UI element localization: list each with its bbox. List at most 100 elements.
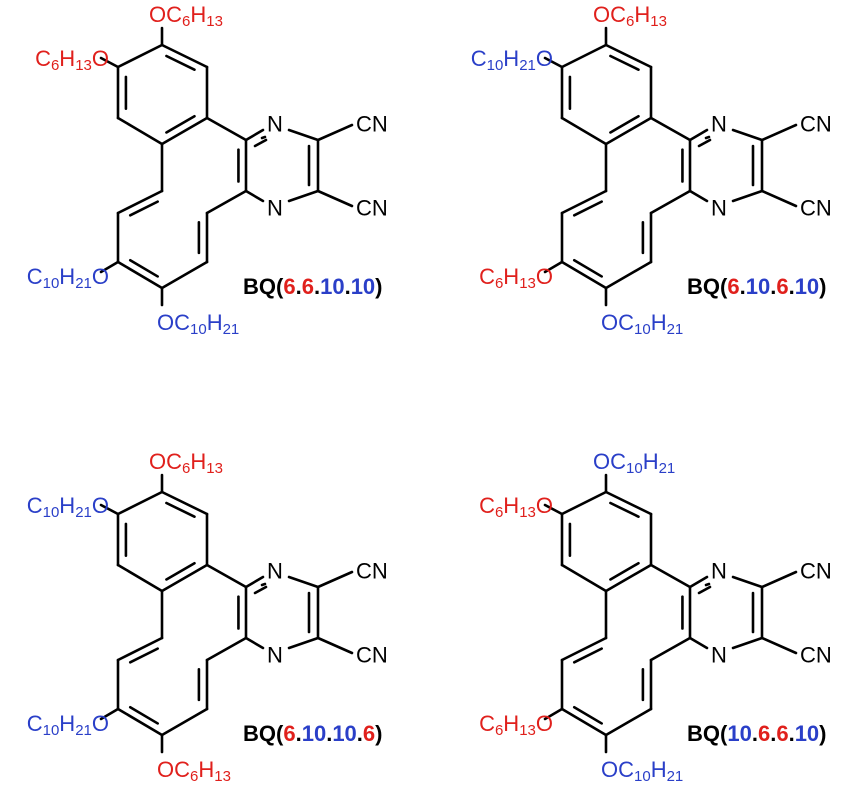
- ether-bond: [99, 260, 120, 274]
- nitrile-label: CN: [800, 112, 832, 137]
- substituent-top: OC6H13: [149, 2, 223, 30]
- double-bond-inner: [165, 54, 196, 71]
- substituent-upper-left: C10H21O: [471, 46, 553, 74]
- pyrazine-bond: [731, 575, 764, 589]
- substituent-lower-left: C10H21O: [27, 264, 109, 292]
- ring-bond: [560, 707, 608, 737]
- ring-bond: [116, 260, 164, 290]
- ring-bond: [116, 563, 164, 593]
- nitrile-bond: [316, 123, 354, 142]
- pyrazine-bond: [731, 636, 764, 650]
- pyrazine-bond: [244, 636, 265, 650]
- pyrazine-bond: [244, 575, 265, 589]
- double-bond-inner: [609, 561, 640, 581]
- substituent-top: OC10H21: [593, 449, 675, 477]
- ring-bond: [560, 116, 608, 146]
- pyrazine-bond: [287, 189, 320, 203]
- ring-bond: [560, 260, 608, 290]
- ether-bond: [543, 56, 564, 69]
- ring-bond: [604, 43, 653, 69]
- ring-bond: [116, 707, 164, 737]
- compound-name: BQ(6.6.10.10): [243, 274, 383, 299]
- substituent-lower-left: C6H13O: [479, 264, 553, 292]
- ring-bond: [560, 189, 608, 215]
- double-bond-inner: [165, 561, 196, 581]
- pyrazine-bond: [704, 135, 711, 140]
- double-bond-inner: [697, 585, 712, 595]
- double-bond-inner: [253, 138, 268, 148]
- pyrazine-bond: [244, 128, 265, 142]
- substituent-upper-left: C6H13O: [479, 493, 553, 521]
- nitrogen-label: N: [267, 112, 283, 137]
- ring-bond: [160, 260, 209, 290]
- substituent-bottom: OC10H21: [601, 757, 683, 785]
- nitrogen-label: N: [711, 112, 727, 137]
- nitrile-label: CN: [356, 559, 388, 584]
- ring-bond: [116, 43, 164, 69]
- ring-bond: [116, 636, 164, 662]
- pyrazine-bond: [287, 636, 320, 650]
- ring-bond: [116, 116, 164, 146]
- nitrogen-label: N: [711, 559, 727, 584]
- double-bond-inner: [572, 258, 603, 278]
- substituent-top: OC6H13: [149, 449, 223, 477]
- pyrazine-bond: [260, 135, 267, 140]
- ring-bond: [160, 707, 209, 737]
- ring-bond: [160, 43, 209, 69]
- double-bond-inner: [609, 501, 640, 518]
- ring-bond: [649, 189, 692, 215]
- pyrazine-bond: [688, 575, 709, 589]
- ether-bond: [543, 707, 564, 721]
- pyrazine-bond: [260, 582, 267, 587]
- ring-bond: [205, 189, 248, 215]
- nitrile-label: CN: [800, 196, 832, 221]
- compound-name: BQ(10.6.6.10): [687, 721, 827, 746]
- substituent-lower-left: C10H21O: [27, 711, 109, 739]
- pyrazine-bond: [688, 636, 709, 650]
- nitrogen-label: N: [711, 196, 727, 221]
- double-bond-inner: [128, 647, 159, 664]
- compound-name: BQ(6.10.10.6): [243, 721, 383, 746]
- molecule-3: NNCNCNOC6H13C10H21OC10H21OOC6H13BQ(6.10.…: [27, 449, 388, 785]
- double-bond-inner: [572, 647, 603, 664]
- nitrogen-label: N: [267, 196, 283, 221]
- pyrazine-bond: [244, 189, 265, 203]
- molecule-1: NNCNCNOC6H13C6H13OC10H21OOC10H21BQ(6.6.1…: [27, 2, 388, 338]
- double-bond-inner: [128, 200, 159, 217]
- ring-bond: [160, 490, 209, 516]
- double-bond-inner: [572, 705, 603, 725]
- substituent-bottom: OC6H13: [157, 757, 231, 785]
- ring-bond: [205, 563, 248, 589]
- nitrile-label: CN: [356, 196, 388, 221]
- molecule-4: NNCNCNOC10H21C6H13OC6H13OOC10H21BQ(10.6.…: [479, 449, 832, 785]
- ring-bond: [604, 116, 653, 146]
- pyrazine-bond: [688, 189, 709, 203]
- nitrile-label: CN: [800, 559, 832, 584]
- ring-bond: [649, 636, 692, 662]
- double-bond-inner: [165, 501, 196, 518]
- ring-bond: [604, 260, 653, 290]
- ring-bond: [604, 707, 653, 737]
- ring-bond: [116, 189, 164, 215]
- nitrogen-label: N: [267, 559, 283, 584]
- molecule-2: NNCNCNOC6H13C10H21OC6H13OOC10H21BQ(6.10.…: [471, 2, 832, 338]
- double-bond-inner: [128, 705, 159, 725]
- compound-name: BQ(6.10.6.10): [687, 274, 827, 299]
- pyrazine-bond: [287, 575, 320, 589]
- ring-bond: [560, 636, 608, 662]
- ring-bond: [560, 490, 608, 516]
- ether-bond: [99, 503, 120, 516]
- nitrogen-label: N: [267, 643, 283, 668]
- nitrile-label: CN: [356, 643, 388, 668]
- ring-bond: [649, 563, 692, 589]
- nitrile-bond: [760, 570, 798, 589]
- double-bond-inner: [128, 258, 159, 278]
- substituent-bottom: OC10H21: [601, 310, 683, 338]
- ether-bond: [543, 503, 564, 516]
- nitrile-bond: [760, 123, 798, 142]
- ether-bond: [99, 56, 120, 69]
- ring-bond: [160, 563, 209, 593]
- ring-bond: [205, 116, 248, 142]
- double-bond-inner: [609, 114, 640, 134]
- pyrazine-bond: [688, 128, 709, 142]
